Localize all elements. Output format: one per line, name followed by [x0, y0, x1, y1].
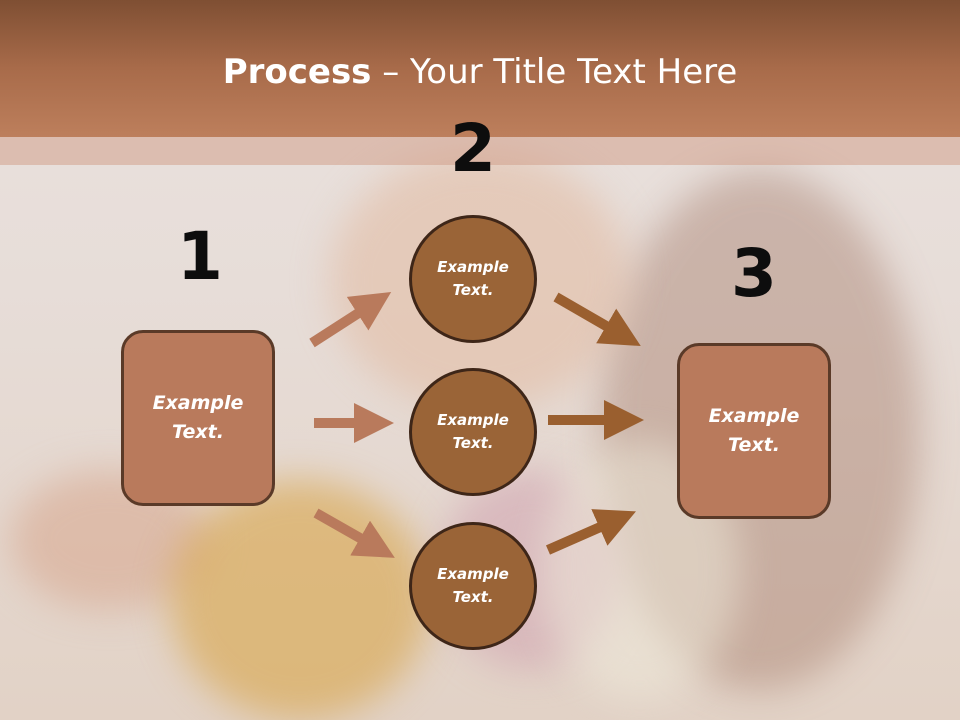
step-number-1: 1 — [177, 218, 223, 295]
arrow-1-to-bottom — [313, 508, 395, 558]
circle-top-label: Example Text. — [437, 258, 509, 299]
title-bar — [0, 0, 960, 137]
circle-bottom-label: Example Text. — [437, 565, 509, 606]
arrow-bottom-to-3 — [545, 509, 636, 555]
step-number-2: 2 — [450, 110, 496, 187]
arrow-1-to-top — [309, 292, 392, 348]
left-box-label: Example Text. — [152, 392, 244, 443]
photo-flower-yellow-blob — [170, 480, 430, 720]
step-number-3: 3 — [731, 235, 777, 312]
slide-title: Process – Your Title Text Here — [0, 52, 960, 92]
circle-top: Example Text. — [409, 215, 537, 343]
title-bar-strip — [0, 137, 960, 165]
right-box-label: Example Text. — [708, 405, 800, 456]
circle-bottom: Example Text. — [409, 522, 537, 650]
circle-middle: Example Text. — [409, 368, 537, 496]
arrow-top-to-3 — [553, 292, 641, 347]
circle-middle-label: Example Text. — [437, 411, 509, 452]
title-bold: Process — [222, 52, 372, 92]
left-box: Example Text. — [121, 330, 275, 506]
right-box: Example Text. — [677, 343, 831, 519]
title-rest: – Your Title Text Here — [371, 52, 738, 92]
